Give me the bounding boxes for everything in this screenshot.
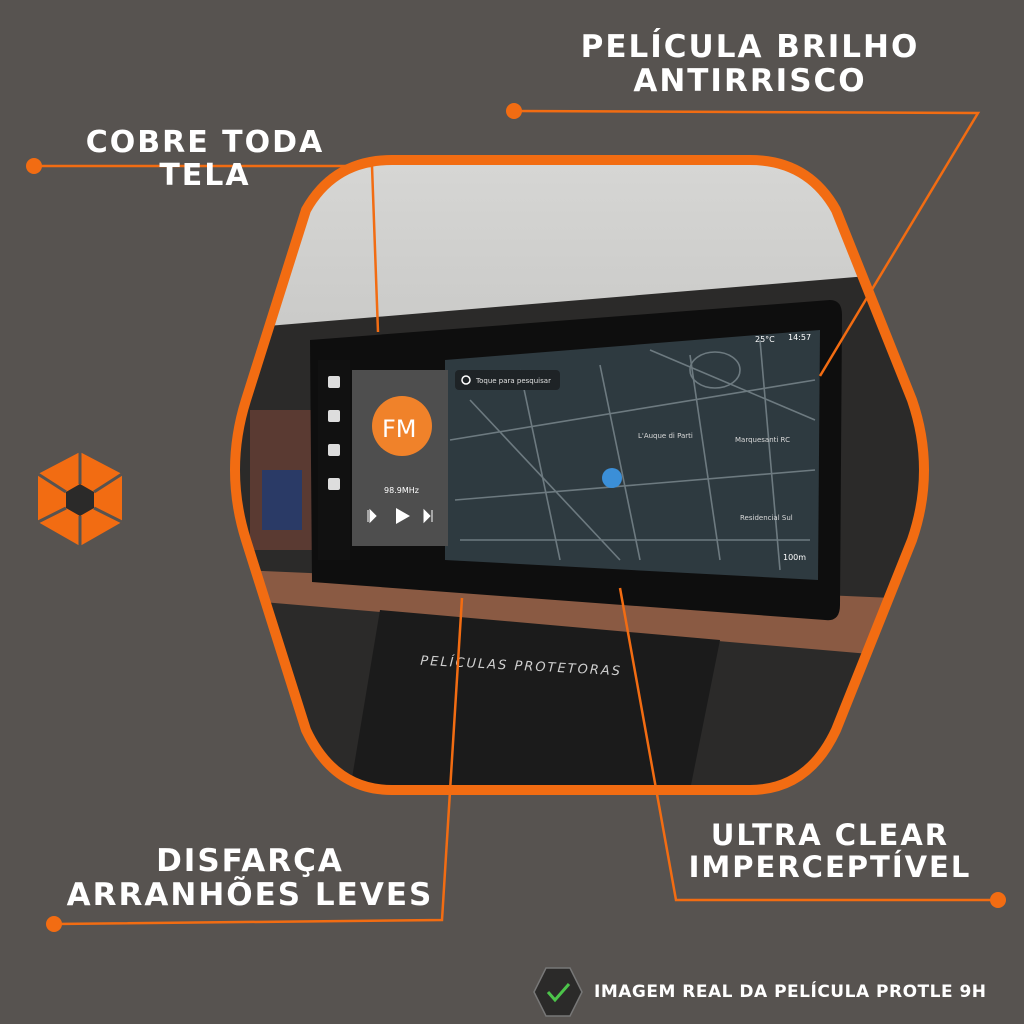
check-icon: [533, 967, 583, 1017]
label-clear-line1: ULTRA CLEAR: [710, 818, 950, 852]
callout-dot-cover: [26, 158, 42, 174]
label-film: PELÍCULA BRILHO ANTIRRISCO: [560, 30, 940, 98]
settings-icon[interactable]: [328, 478, 340, 490]
label-scratch-line1: DISFARÇA: [156, 843, 344, 879]
footer-text: IMAGEM REAL DA PELÍCULA PROTLE 9H: [594, 982, 987, 1002]
label-scratch: DISFARÇA ARRANHÕES LEVES: [60, 844, 440, 912]
callout-line-scratch: [53, 597, 464, 926]
label-scratch-line2: ARRANHÕES LEVES: [66, 877, 434, 914]
map-place-1: L'Auque di Parti: [638, 432, 693, 440]
screen-stand: [350, 610, 720, 790]
callout-line-film: [513, 109, 981, 377]
radio-frequency: 98.9MHz: [384, 486, 419, 495]
label-clear-line2: IMPERCEPTÍVEL: [688, 849, 972, 884]
callout-dot-film: [506, 103, 522, 119]
honeycomb-shield-icon: [37, 452, 123, 546]
fm-badge-icon: [372, 396, 432, 456]
phone-icon[interactable]: [328, 444, 340, 456]
radio-badge-label: FM: [382, 415, 417, 443]
map-place-2: Marquesanti RC: [735, 436, 790, 444]
callout-dot-clear: [990, 892, 1006, 908]
app-rail: [318, 360, 350, 560]
footer-badge: IMAGEM REAL DA PELÍCULA PROTLE 9H: [532, 960, 1012, 1020]
map-view: [445, 330, 820, 580]
label-film-line2: ANTIRRISCO: [633, 63, 867, 100]
home-icon[interactable]: [328, 376, 340, 388]
label-cover: COBRE TODA TELA: [85, 125, 325, 193]
callout-line-cover: [34, 164, 380, 333]
search-icon: [461, 375, 471, 385]
play-icon[interactable]: [396, 508, 410, 524]
map-search-placeholder: Toque para pesquisar: [475, 377, 551, 385]
location-marker: [602, 468, 622, 488]
map-place-3: Residencial Sul: [740, 514, 793, 522]
callout-dot-scratch: [46, 916, 62, 932]
label-clear: ULTRA CLEAR IMPERCEPTÍVEL: [680, 818, 980, 884]
status-temperature: 25°C: [755, 335, 775, 344]
hex-frame: [230, 155, 929, 795]
map-scale: 100m: [783, 553, 806, 562]
map-search-bar[interactable]: [455, 370, 560, 390]
apps-icon[interactable]: [328, 410, 340, 422]
callout-line-clear: [618, 587, 998, 902]
label-film-line1: PELÍCULA BRILHO: [580, 29, 920, 65]
next-icon[interactable]: [423, 508, 433, 524]
status-clock: 14:57: [788, 333, 811, 342]
previous-icon[interactable]: [367, 508, 377, 524]
